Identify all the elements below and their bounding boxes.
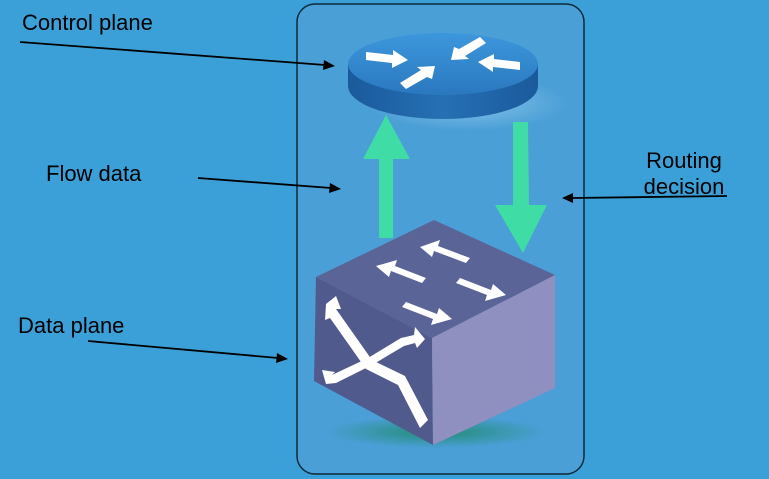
switch-icon (314, 220, 555, 448)
routing-decision-arrow (495, 122, 547, 253)
flow-data-leader (197, 177, 341, 193)
routing-decision-label-line1: Routing (646, 148, 722, 173)
control-plane-label: Control plane (22, 10, 153, 35)
control-plane-leader (19, 41, 335, 70)
flow-data-label: Flow data (46, 161, 142, 186)
data-plane-leader (87, 340, 288, 363)
routing-decision-label: Routing decision (629, 148, 739, 200)
flow-data-arrow (363, 115, 410, 238)
routing-decision-label-line2: decision (643, 174, 725, 199)
router-icon (348, 33, 568, 131)
leader-lines (19, 41, 728, 363)
routing-decision-leader (562, 193, 728, 203)
data-plane-label: Data plane (18, 313, 125, 338)
